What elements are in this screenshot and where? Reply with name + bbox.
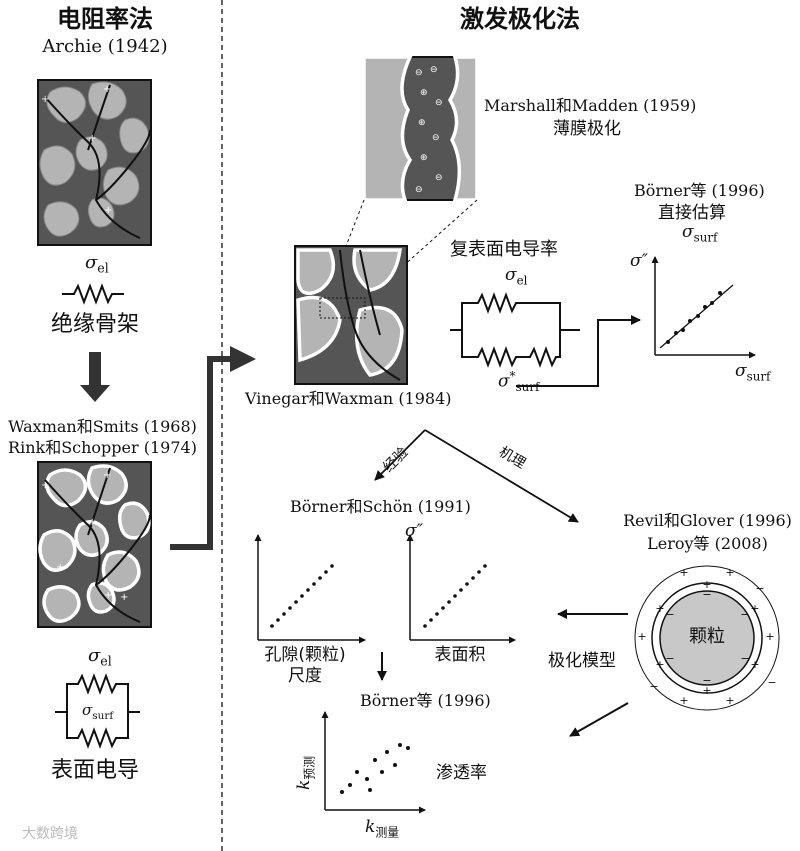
down-arrow-left bbox=[80, 352, 110, 402]
surface-area-plot bbox=[406, 534, 516, 644]
cross-section-arrow bbox=[170, 356, 232, 550]
arrow-to-direct bbox=[516, 315, 641, 387]
svg-text:−: − bbox=[702, 674, 711, 687]
resistor-el-1 bbox=[62, 283, 124, 305]
svg-text:⊖: ⊖ bbox=[430, 65, 438, 75]
permeability-plot-x-axis: k测量 bbox=[365, 817, 400, 840]
right-title: 激发极化法 bbox=[460, 5, 580, 33]
parallel-resistors-waxman bbox=[55, 673, 140, 749]
mechanism-arrow bbox=[424, 429, 579, 523]
borner-1996-citation: Börner等 (1996) bbox=[360, 691, 491, 710]
svg-text:⊖: ⊖ bbox=[415, 68, 423, 78]
sigma-el-label-1: σel bbox=[85, 252, 109, 276]
svg-text:⊖: ⊖ bbox=[435, 98, 443, 108]
grain-model: −−− −−− +++ +++ +++ +++ −−− bbox=[634, 565, 780, 711]
svg-text:+: + bbox=[103, 470, 111, 481]
thin-film-zoom-image: ⊖ ⊖ ⊕ ⊖ ⊕ ⊖ ⊕ ⊖ ⊖ bbox=[362, 55, 479, 202]
svg-text:+: + bbox=[655, 602, 664, 615]
svg-text:−: − bbox=[649, 680, 658, 693]
left-title: 电阻率法 bbox=[57, 5, 153, 33]
pore-scale-plot bbox=[254, 534, 366, 644]
svg-text:+: + bbox=[702, 684, 711, 697]
watermark: 大数跨境 bbox=[22, 826, 78, 842]
revil-citation: Revil和Glover (1996) bbox=[623, 511, 792, 530]
vinegar-citation: Vinegar和Waxman (1984) bbox=[245, 389, 452, 408]
svg-text:−: − bbox=[740, 608, 749, 621]
svg-text:−: − bbox=[665, 652, 674, 665]
archie-rock-image: + + + + bbox=[37, 79, 152, 246]
svg-text:⊕: ⊕ bbox=[420, 88, 428, 98]
direct-plot-y-axis: σ″ bbox=[630, 251, 648, 271]
thin-film-label: 薄膜极化 bbox=[553, 119, 621, 139]
permeability-label: 渗透率 bbox=[436, 763, 487, 783]
svg-text:+: + bbox=[104, 205, 112, 216]
svg-text:−: − bbox=[767, 676, 776, 689]
direct-plot bbox=[651, 256, 756, 359]
zoom-lines bbox=[324, 199, 478, 301]
svg-text:+: + bbox=[637, 630, 646, 643]
waxman-rock-image: + + + + + + bbox=[37, 461, 152, 628]
svg-text:⊕: ⊕ bbox=[418, 118, 426, 128]
svg-text:−: − bbox=[665, 608, 674, 621]
surface-conduction-label: 表面电导 bbox=[50, 758, 139, 783]
grain-label: 颗粒 bbox=[689, 626, 725, 647]
empirical-arrow bbox=[374, 429, 426, 481]
direct-plot-x-axis: σsurf bbox=[735, 361, 771, 384]
sigma-star-surf-label: σ*surf bbox=[498, 369, 540, 395]
waxman-citation: Waxman和Smits (1968) bbox=[8, 417, 197, 436]
svg-text:+: + bbox=[41, 94, 49, 105]
svg-text:+: + bbox=[88, 133, 96, 144]
svg-text:+: + bbox=[679, 694, 688, 707]
surface-area-label: 表面积 bbox=[434, 645, 486, 665]
insulating-label: 绝缘骨架 bbox=[50, 312, 139, 337]
rink-citation: Rink和Schopper (1974) bbox=[8, 438, 197, 457]
vinegar-rock-image bbox=[294, 245, 408, 385]
sigma-surf-label-1: σsurf bbox=[82, 701, 114, 722]
complex-surface-circuit bbox=[450, 292, 580, 368]
direct-estimate-label: 直接估算 bbox=[658, 203, 726, 223]
svg-text:−: − bbox=[740, 652, 749, 665]
svg-text:+: + bbox=[679, 566, 688, 579]
svg-text:+: + bbox=[702, 578, 711, 591]
borner-direct-citation: Börner等 (1996) bbox=[634, 181, 765, 200]
svg-text:+: + bbox=[725, 694, 734, 707]
leroy-citation: Leroy等 (2008) bbox=[647, 534, 768, 553]
svg-text:⊕: ⊕ bbox=[420, 153, 428, 163]
svg-text:+: + bbox=[41, 480, 49, 491]
svg-text:⊖: ⊖ bbox=[415, 185, 423, 195]
svg-text:+: + bbox=[56, 562, 64, 573]
svg-text:−: − bbox=[755, 582, 764, 595]
marshall-citation: Marshall和Madden (1959) bbox=[484, 96, 697, 115]
svg-text:+: + bbox=[103, 84, 111, 95]
sigma-el-label-2: σel bbox=[88, 645, 112, 669]
svg-text:+: + bbox=[120, 592, 128, 603]
svg-text:⊖: ⊖ bbox=[435, 173, 443, 183]
permeability-plot-y-axis: k预测 bbox=[294, 755, 317, 790]
svg-text:+: + bbox=[104, 590, 112, 601]
svg-text:+: + bbox=[750, 658, 759, 671]
sigma-surf-direct: σsurf bbox=[682, 222, 718, 245]
borner-schon-citation: Börner和Schön (1991) bbox=[290, 497, 471, 516]
svg-text:+: + bbox=[750, 602, 759, 615]
svg-text:−: − bbox=[702, 588, 711, 601]
complex-surface-label: 复表面电导率 bbox=[450, 239, 558, 260]
svg-text:+: + bbox=[725, 566, 734, 579]
polarization-model-label: 极化模型 bbox=[548, 651, 616, 671]
svg-text:+: + bbox=[765, 630, 774, 643]
permeability-plot bbox=[321, 711, 426, 814]
archie-citation: Archie (1942) bbox=[42, 36, 168, 57]
svg-text:+: + bbox=[88, 517, 96, 528]
sigma-el-label-3: σel bbox=[505, 265, 528, 288]
pore-scale-label-1: 孔隙(颗粒) bbox=[264, 645, 346, 665]
pore-scale-label-2: 尺度 bbox=[288, 666, 322, 686]
svg-text:+: + bbox=[655, 658, 664, 671]
arrow-to-permeability bbox=[569, 702, 629, 737]
surface-area-plot-y-axis: σ″ bbox=[405, 521, 423, 541]
svg-text:⊖: ⊖ bbox=[432, 133, 440, 143]
